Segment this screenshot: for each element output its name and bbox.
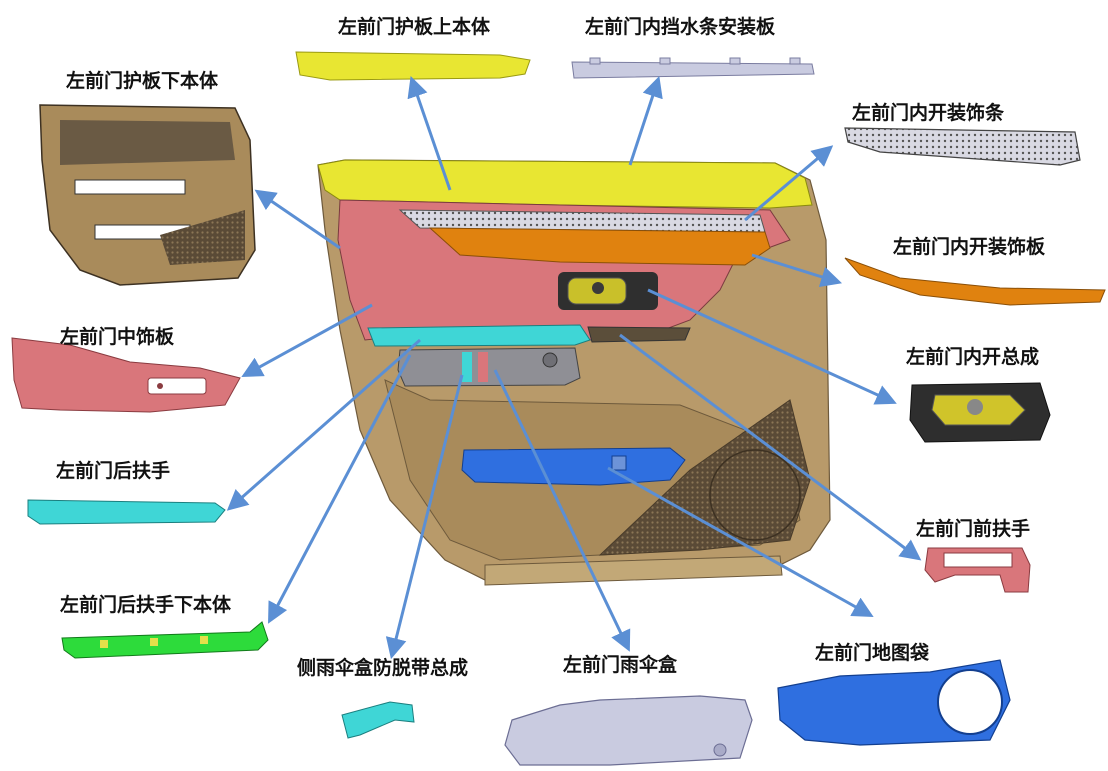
door-upper-trim [317,159,813,209]
arrow-lower-body [254,189,341,250]
label-map-pocket: 左前门地图袋 [815,642,930,664]
part-strap-assy [341,701,415,739]
callout-arrows [226,76,922,660]
arrow-inner-handle-assy [647,288,897,405]
label-inner-handle-assy: 左前门内开总成 [906,346,1040,368]
arrow-upper-trim [407,76,452,191]
part-lower-body [39,104,256,286]
part-inner-panel [844,257,1106,306]
label-inner-panel: 左前门内开装饰板 [893,236,1046,258]
arrow-inner-panel [751,253,843,287]
label-lower-body: 左前门护板下本体 [66,70,219,92]
arrow-umbrella-box [493,369,631,652]
part-rear-armrest-lower [61,621,269,659]
door-switch-bay [397,347,581,387]
label-inner-strip: 左前门内开装饰条 [852,102,1005,124]
door-front-armrest [587,326,691,343]
door-assembly [317,159,831,586]
arrow-strap-assy [385,374,464,660]
part-middle-panel [11,337,241,413]
arrow-rear-armrest-lower [268,354,412,624]
part-map-pocket [777,659,1011,746]
label-upper-trim: 左前门护板上本体 [338,16,491,38]
label-rear-armrest: 左前门后扶手 [56,460,171,482]
arrow-front-armrest [619,333,922,561]
door-rear-armrest [367,324,591,347]
arrow-map-pocket [607,466,874,618]
label-strap-assy: 侧雨伞盒防脱带总成 [297,657,469,679]
part-inner-strip [844,127,1081,166]
door-inner-panel [428,227,771,266]
label-front-armrest: 左前门前扶手 [916,518,1031,540]
label-umbrella-box: 左前门雨伞盒 [563,654,678,676]
label-middle-panel: 左前门中饰板 [60,326,175,348]
label-rear-armrest-lower: 左前门后扶手下本体 [60,594,232,616]
part-water-strip-plate [571,57,815,79]
part-front-armrest [924,547,1031,593]
arrow-rear-armrest [226,338,421,511]
arrow-water-strip-plate [628,76,663,166]
part-inner-handle-assy [909,382,1051,443]
part-upper-trim [295,51,531,81]
door-bottom-rail [484,555,783,586]
door-map-pocket [461,447,686,486]
label-water-strip-plate: 左前门内挡水条安装板 [585,16,776,38]
part-umbrella-box [504,695,753,766]
part-rear-armrest [27,499,226,525]
speaker-circle [709,449,801,541]
arrow-middle-panel [241,303,373,378]
arrow-inner-strip [744,145,834,222]
